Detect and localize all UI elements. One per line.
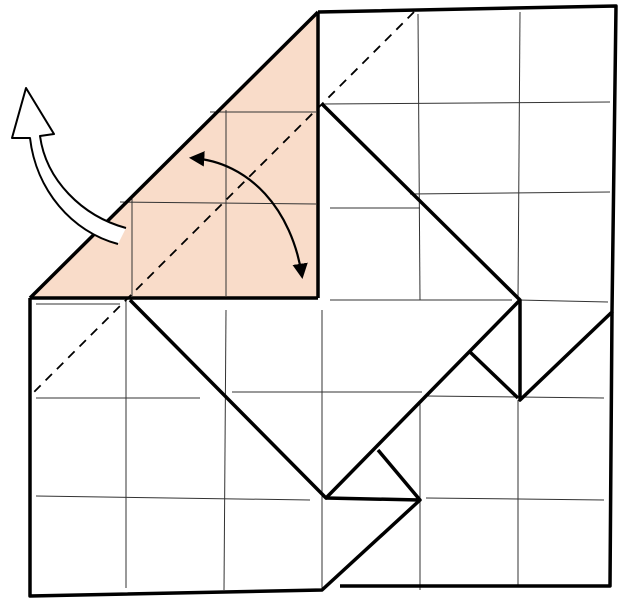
grid-line (417, 13, 421, 301)
grid-line (409, 191, 611, 195)
inner-diamond-left (128, 298, 522, 500)
top-right-panel-outline (317, 4, 618, 402)
grid-line (517, 11, 521, 301)
lower-left-outline (28, 298, 422, 598)
lower-right-outline (340, 311, 614, 588)
grid-line (223, 309, 227, 591)
grid-line (321, 101, 611, 105)
paper-outlines (28, 4, 618, 598)
grid-lines (35, 11, 611, 591)
grid-line (35, 495, 311, 501)
fold-arrow-double-headed (188, 151, 308, 280)
flap-diagonal-edge (28, 10, 320, 300)
inner-notch-2 (325, 448, 422, 502)
grid-line (425, 497, 605, 501)
unfold-arrow-hollow (11, 87, 127, 245)
grid-line (517, 299, 609, 303)
inner-notch-1 (468, 350, 520, 400)
